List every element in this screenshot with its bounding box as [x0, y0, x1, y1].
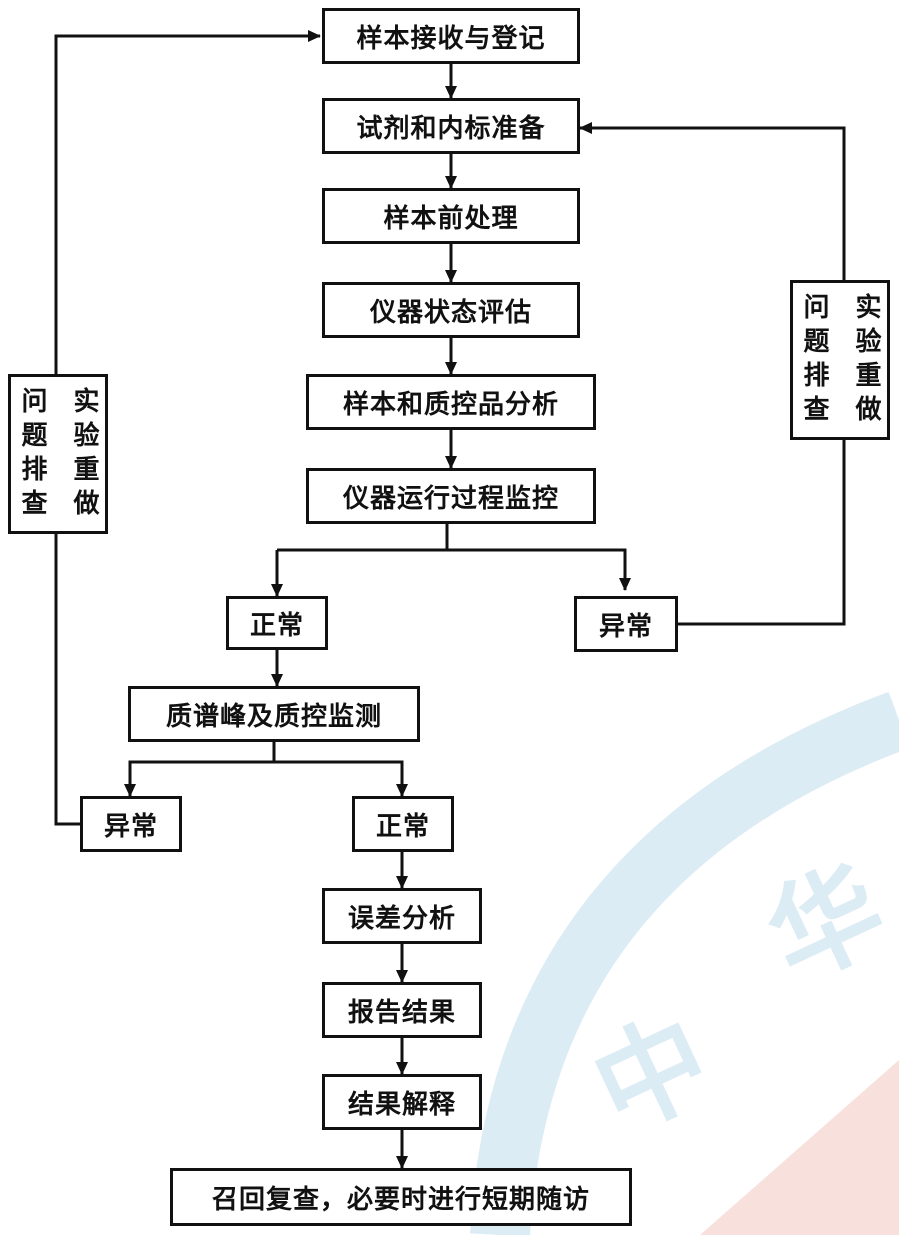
right-feedback-col-redo: 实验重做 — [851, 293, 881, 429]
node-receive: 样本接收与登记 — [322, 8, 580, 64]
node-instrument-eval: 仪器状态评估 — [322, 282, 580, 338]
node-interpret: 结果解释 — [322, 1074, 482, 1130]
left-feedback-col-redo: 实验重做 — [69, 387, 99, 523]
loop-right-top — [579, 122, 846, 280]
left-feedback-col-troubleshoot: 问题排查 — [17, 387, 47, 523]
node-abnormal-2: 异常 — [80, 796, 182, 852]
loop-left-bottom — [54, 534, 80, 826]
node-analysis: 样本和质控品分析 — [306, 374, 596, 430]
loop-left-top — [54, 30, 321, 374]
node-abnormal-1: 异常 — [574, 596, 678, 652]
node-recall: 召回复查，必要时进行短期随访 — [170, 1168, 632, 1226]
node-error-analysis: 误差分析 — [322, 888, 482, 944]
node-normal-1: 正常 — [226, 596, 328, 650]
node-normal-2: 正常 — [352, 796, 454, 852]
right-feedback-box: 问题排查 实验重做 — [790, 280, 890, 440]
branch-to-abnormal-1 — [447, 548, 631, 591]
branch-peak — [124, 740, 276, 797]
node-peak-monitor: 质谱峰及质控监测 — [128, 686, 420, 742]
branch-to-normal-2 — [274, 760, 408, 797]
loop-right-bottom — [676, 438, 846, 626]
watermark-arc — [470, 691, 899, 1235]
node-pretreat: 样本前处理 — [322, 188, 580, 244]
node-monitor: 仪器运行过程监控 — [306, 468, 596, 524]
branch-monitor — [277, 522, 449, 552]
right-feedback-col-troubleshoot: 问题排查 — [799, 293, 829, 429]
node-reagent: 试剂和内标准备 — [322, 98, 580, 154]
node-report: 报告结果 — [322, 982, 482, 1038]
watermark-red-fill — [700, 1060, 899, 1235]
left-feedback-box: 问题排查 实验重做 — [8, 374, 108, 534]
